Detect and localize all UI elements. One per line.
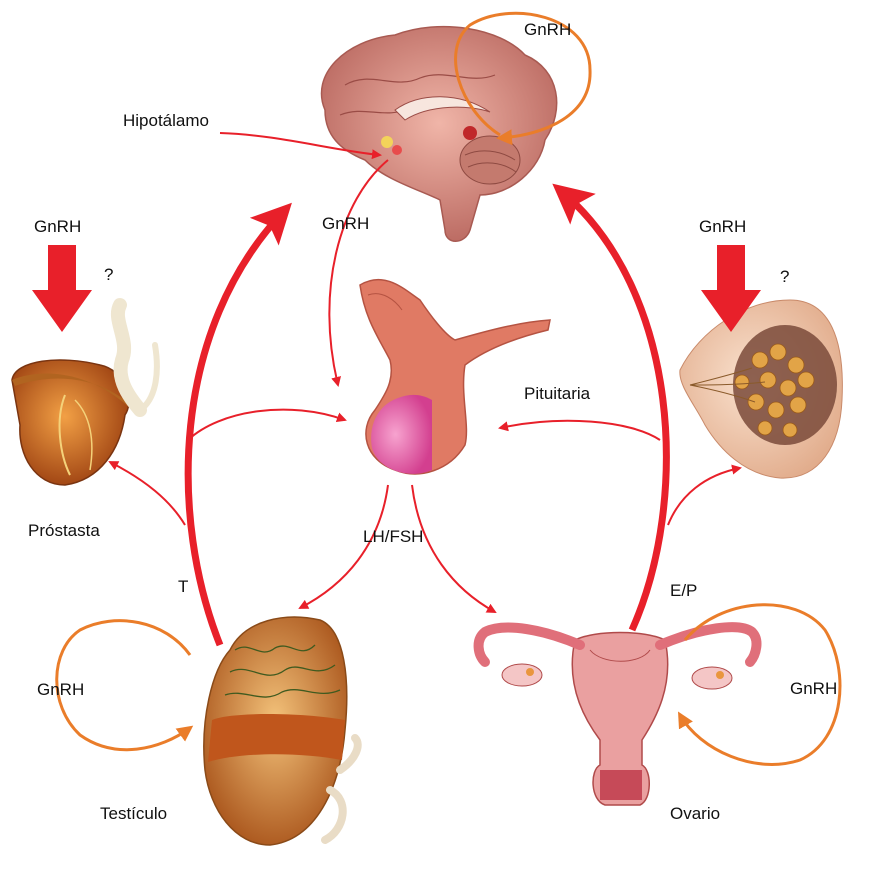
label-question-right: ?	[780, 268, 789, 285]
label-t-hormone: T	[178, 578, 188, 595]
ovary-feedback-arrow	[560, 190, 666, 630]
label-gnrh-brain-loop: GnRH	[524, 21, 571, 38]
label-gnrh-center: GnRH	[322, 215, 369, 232]
label-hipotalamo: Hipotálamo	[123, 112, 209, 129]
ep-to-breast-arrow	[668, 468, 740, 525]
gnrh-down-arrow-left	[32, 245, 92, 332]
pituitary-illustration	[360, 280, 550, 474]
lh-fsh-to-ovary-arrow	[412, 485, 495, 612]
hypothalamus-spot	[381, 136, 393, 148]
label-gnrh-left: GnRH	[34, 218, 81, 235]
label-lh-fsh: LH/FSH	[363, 528, 423, 545]
label-prostata: Próstasta	[28, 522, 100, 539]
prostate-illustration	[12, 305, 157, 485]
right-to-pituitary-arrow	[500, 421, 660, 440]
gnrh-to-pituitary-arrow	[329, 160, 388, 385]
label-testiculo: Testículo	[100, 805, 167, 822]
t-to-prostate-arrow	[110, 462, 185, 525]
hypothalamus-nucleus	[463, 126, 477, 140]
uterus-ovary-illustration	[479, 627, 757, 805]
label-gnrh-right: GnRH	[699, 218, 746, 235]
label-pituitaria: Pituitaria	[524, 385, 590, 402]
breast-illustration	[680, 300, 843, 478]
label-ovario: Ovario	[670, 805, 720, 822]
label-gnrh-testis-loop: GnRH	[37, 681, 84, 698]
left-to-pituitary-arrow	[188, 410, 345, 440]
testis-feedback-arrow	[188, 210, 285, 645]
label-ep-hormone: E/P	[670, 582, 697, 599]
label-question-left: ?	[104, 266, 113, 283]
lh-fsh-to-testis-arrow	[300, 485, 388, 608]
label-gnrh-ovary-loop: GnRH	[790, 680, 837, 697]
testis-illustration	[204, 617, 358, 845]
